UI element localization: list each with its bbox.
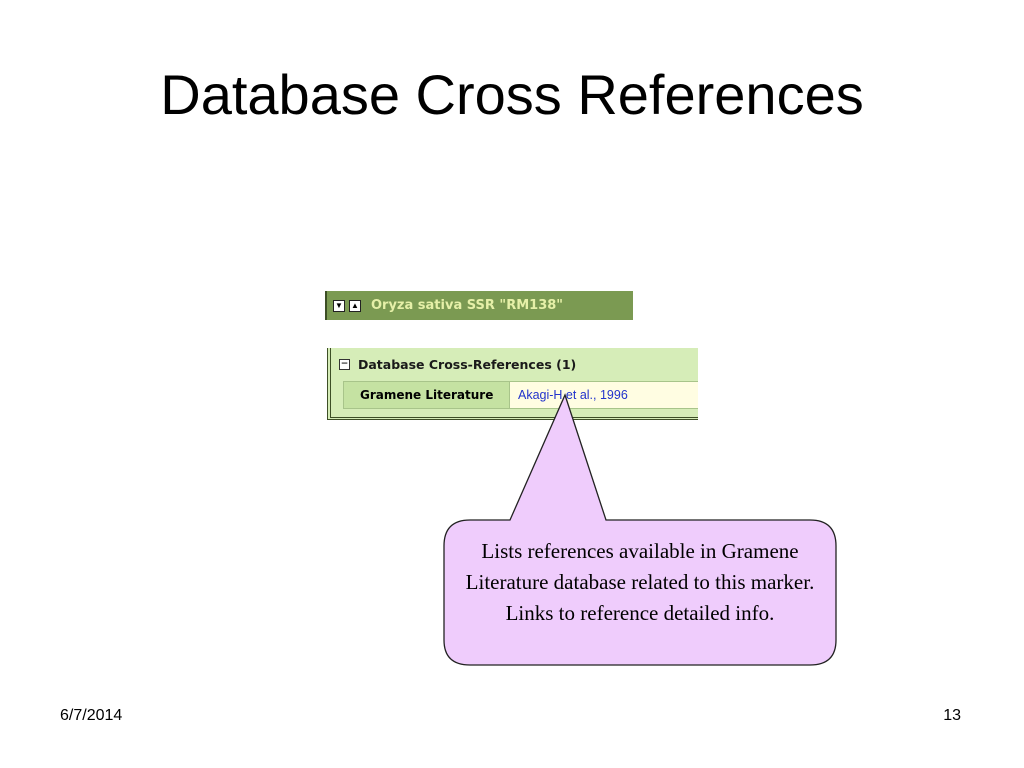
callout-text: Lists references available in Gramene Li… xyxy=(465,539,815,625)
marker-title: Oryza sativa SSR "RM138" xyxy=(371,298,564,313)
table-row: Gramene Literature Akagi-H et al., 1996 xyxy=(343,381,698,409)
marker-header-bar: ▼ ▲ Oryza sativa SSR "RM138" xyxy=(325,291,633,320)
slide-number: 13 xyxy=(943,707,961,724)
callout-bubble xyxy=(443,393,837,666)
expand-all-icon[interactable]: ▼ xyxy=(333,299,345,312)
section-header[interactable]: − Database Cross-References (1) xyxy=(331,348,698,380)
collapse-icon[interactable]: − xyxy=(339,358,350,370)
section-title: Database Cross-References (1) xyxy=(358,356,577,372)
slide-title: Database Cross References xyxy=(160,63,864,126)
cross-references-panel: − Database Cross-References (1) Gramene … xyxy=(327,348,698,420)
slide-date: 6/7/2014 xyxy=(60,707,123,724)
collapse-all-icon[interactable]: ▲ xyxy=(349,299,361,312)
row-label: Gramene Literature xyxy=(344,382,510,408)
reference-link[interactable]: Akagi-H et al., 1996 xyxy=(510,382,698,408)
